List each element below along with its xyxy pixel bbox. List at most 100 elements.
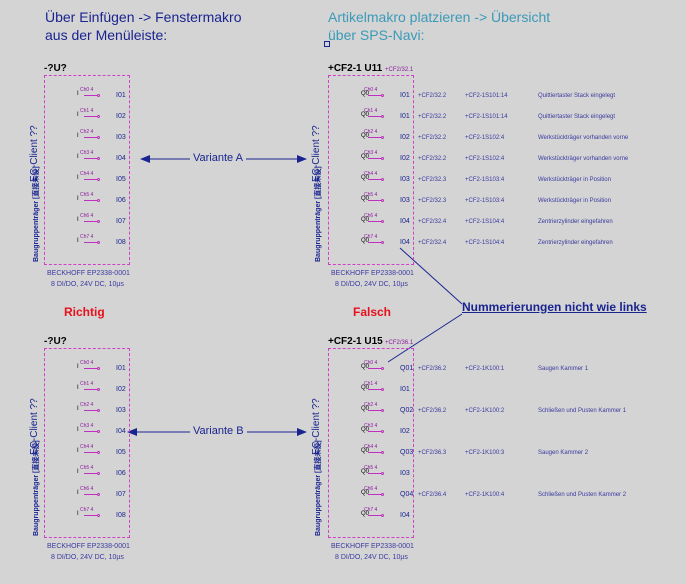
pin-line — [84, 473, 98, 474]
pin-line — [368, 368, 382, 369]
pin-terminal-icon — [381, 178, 384, 181]
pin-terminal-icon — [381, 451, 384, 454]
device-frame — [328, 348, 414, 538]
device-frame — [44, 348, 130, 538]
pin-prefix: I — [77, 196, 79, 202]
device-tag: +CF2-1K100:2 — [465, 408, 505, 414]
pin-label: Ch5 4 — [80, 192, 94, 198]
device-tag: +CF2-1K100:1 — [465, 366, 505, 372]
pin-terminal-icon — [97, 199, 100, 202]
pin-terminal-icon — [97, 472, 100, 475]
pin-label: Ch5 4 — [364, 465, 378, 471]
function-description: Werkstückträger vorhanden vorne — [538, 156, 629, 162]
device-footer-model: BECKHOFF EP2338-0001 — [47, 543, 130, 550]
function-description: Werkstückträger in Position — [538, 177, 611, 183]
device-footer-model: BECKHOFF EP2338-0001 — [331, 543, 414, 550]
pin-terminal-icon — [381, 430, 384, 433]
pin-label: Ch1 4 — [80, 108, 94, 114]
function-description: Werkstückträger in Position — [538, 198, 611, 204]
pin-prefix: Q0 — [361, 91, 370, 97]
pin-line — [84, 116, 98, 117]
io-address: I08 — [116, 239, 126, 246]
pin-terminal-icon — [381, 115, 384, 118]
pin-line — [84, 242, 98, 243]
pin-label: Ch5 4 — [364, 192, 378, 198]
io-address: I06 — [116, 197, 126, 204]
page-reference: +CF2/32.2 — [418, 114, 447, 120]
io-address: I02 — [116, 113, 126, 120]
pin-line — [84, 368, 98, 369]
pin-prefix: I — [77, 91, 79, 97]
page-reference: +CF2/32.2 — [418, 156, 447, 162]
pin-line — [368, 431, 382, 432]
pin-label: Ch2 4 — [80, 129, 94, 135]
io-address: Q01 — [400, 365, 414, 372]
pin-terminal-icon — [97, 241, 100, 244]
header-right-line2: über SPS-Navi: — [328, 27, 425, 43]
pin-prefix: I — [77, 385, 79, 391]
io-address: I04 — [116, 428, 126, 435]
io-address: Q04 — [400, 491, 414, 498]
pin-prefix: I — [77, 469, 79, 475]
device-frame — [328, 75, 414, 265]
pin-terminal-icon — [381, 241, 384, 244]
pin-prefix: I — [77, 490, 79, 496]
pin-line — [368, 179, 382, 180]
io-address: I04 — [116, 155, 126, 162]
pin-label: Ch7 4 — [364, 234, 378, 240]
pin-terminal-icon — [97, 514, 100, 517]
io-address: I01 — [116, 92, 126, 99]
function-description: Zentrierzylinder eingefahren — [538, 240, 613, 246]
device-frame — [44, 75, 130, 265]
pin-prefix: I — [77, 406, 79, 412]
io-address: I01 — [116, 365, 126, 372]
device-tag: +CF2-1S102:4 — [465, 156, 505, 162]
pin-prefix: I — [77, 238, 79, 244]
function-description: Saugen Kammer 2 — [538, 450, 589, 456]
header-left-line1: Über Einfügen -> Fenstermakro — [45, 9, 242, 25]
function-description: Werkstückträger vorhanden vorne — [538, 135, 629, 141]
pin-line — [84, 452, 98, 453]
pin-terminal-icon — [97, 451, 100, 454]
page-reference: +CF2/36.2 — [418, 408, 447, 414]
io-address: I05 — [116, 176, 126, 183]
pin-prefix: I — [77, 154, 79, 160]
pin-terminal-icon — [97, 178, 100, 181]
pin-prefix: Q0 — [361, 406, 370, 412]
pin-label: Ch4 4 — [80, 171, 94, 177]
pin-label: Ch2 4 — [80, 402, 94, 408]
pin-label: Ch1 4 — [364, 108, 378, 114]
pin-line — [84, 179, 98, 180]
pin-terminal-icon — [97, 94, 100, 97]
pin-prefix: I — [77, 112, 79, 118]
pin-line — [84, 95, 98, 96]
pin-prefix: Q0 — [361, 511, 370, 517]
pin-label: Ch0 4 — [364, 360, 378, 366]
pin-label: Ch6 4 — [364, 486, 378, 492]
pin-line — [368, 137, 382, 138]
device-tag: +CF2-1S103:4 — [465, 198, 505, 204]
pin-prefix: Q0 — [361, 490, 370, 496]
device-name: +CF2-1 U11 — [328, 63, 383, 74]
page-reference: +CF2/32.2 — [418, 93, 447, 99]
io-address: I04 — [400, 512, 410, 519]
header-left-line2: aus der Menüleiste: — [45, 27, 168, 43]
device-tag: +CF2-1K100:3 — [465, 450, 505, 456]
pin-label: Ch7 4 — [80, 507, 94, 513]
device-tag: +CF2-1S102:4 — [465, 135, 505, 141]
pin-label: Ch6 4 — [80, 486, 94, 492]
pin-line — [368, 389, 382, 390]
function-description: Schließen und Pusten Kammer 1 — [538, 408, 627, 414]
pin-line — [84, 158, 98, 159]
io-address: I03 — [400, 197, 410, 204]
page-reference: +CF2/32.3 — [418, 198, 447, 204]
pin-label: Ch2 4 — [364, 402, 378, 408]
pin-prefix: Q0 — [361, 364, 370, 370]
device-footer-spec: 8 DI/DO, 24V DC, 10µs — [51, 281, 124, 288]
device-footer-model: BECKHOFF EP2338-0001 — [47, 270, 130, 277]
device-tag: +CF2-1S101:14 — [465, 93, 508, 99]
baugruppe-label: Baugruppenträger [直接未设] — [33, 440, 40, 536]
baugruppe-label: Baugruppenträger [直接未设] — [315, 166, 322, 262]
pin-label: Ch6 4 — [364, 213, 378, 219]
pin-prefix: Q0 — [361, 238, 370, 244]
